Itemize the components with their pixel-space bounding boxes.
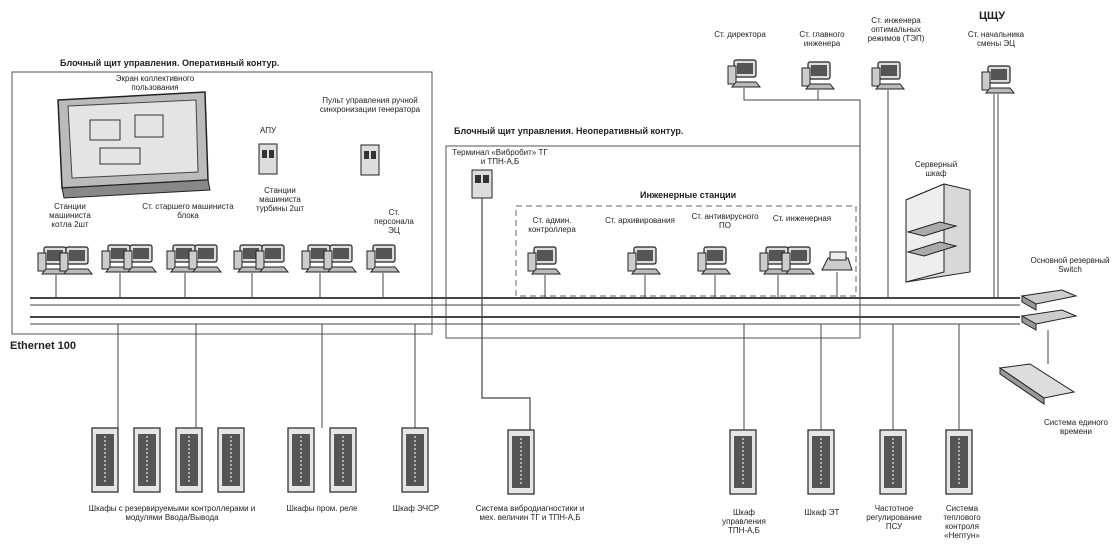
apu-label: АПУ — [259, 126, 277, 135]
cab-eshr-label: Шкаф ЭЧСР — [392, 504, 440, 513]
apu-panel — [258, 143, 278, 175]
cab-teplo-label: Система теплового контроля «Нептун» — [943, 504, 981, 540]
engineering-pcs — [527, 246, 853, 275]
time-system-label: Система единого времени — [1044, 418, 1108, 436]
cab-tpn-label: Шкаф управления ТПН-А,Б — [722, 508, 766, 535]
ethernet-label: Ethernet 100 — [10, 340, 77, 352]
terminal-device — [471, 169, 531, 430]
nonoperative-contour-box — [445, 145, 861, 339]
station-antivir-label: Ст. антивирусного ПО — [691, 212, 759, 230]
station-opt-label: Ст. инженера оптимальных режимов (ТЭП) — [867, 16, 925, 43]
engineering-stations-box — [515, 205, 857, 297]
station-kotla-label: Станции машиниста котла 2шт — [49, 202, 91, 229]
cab-reserv-label: Шкафы с резервируемыми контроллерами и м… — [88, 504, 256, 522]
server-label: Серверный шкаф — [914, 160, 958, 178]
station-nach-label: Ст. начальника смены ЭЦ — [967, 30, 1025, 48]
operative-pcs — [37, 244, 400, 275]
station-starsh-label: Ст. старшего машиниста блока — [142, 202, 234, 220]
engineering-stations-title: Инженерные станции — [640, 190, 737, 200]
server-cabinet — [905, 183, 971, 283]
station-glavn-label: Ст. главного инженера — [799, 30, 845, 48]
ethernet-bus — [30, 297, 1020, 325]
station-persoch-label: Ст. персонала ЭЦ — [374, 208, 414, 235]
nonoperative-contour-title: Блочный щит управления. Неоперативный ко… — [454, 126, 684, 136]
cshu-label: ЦЩУ — [978, 10, 1006, 22]
cab-vibro-label: Система вибродиагностики и мех. величин … — [475, 504, 585, 522]
cabinets — [91, 427, 973, 495]
switch-label: Основной резервный Switch — [1030, 256, 1110, 274]
cab-et-label: Шкаф ЭТ — [804, 508, 840, 517]
station-turbiny-label: Станции машиниста турбины 2шт — [255, 186, 305, 213]
time-system-device — [998, 330, 1076, 405]
operative-contour-box — [11, 71, 433, 335]
screen-label: Экран коллективного пользования — [115, 74, 195, 92]
management-pcs — [727, 59, 1015, 94]
sync-panel — [360, 144, 380, 176]
station-admin-label: Ст. админ. контроллера — [528, 216, 576, 234]
collective-screen — [57, 91, 211, 199]
station-arch-label: Ст. архивирования — [605, 216, 675, 225]
terminal-label: Терминал «Вибробит» ТГ и ТПН-А,Б — [452, 148, 548, 166]
pult-label: Пульт управления ручной синхронизации ге… — [319, 96, 421, 114]
station-dir-label: Ст. директора — [714, 30, 766, 39]
operative-contour-title: Блочный щит управления. Оперативный конт… — [60, 58, 280, 68]
cab-freq-label: Частотное регулирование ПСУ — [866, 504, 922, 531]
station-eng-label: Ст. инженерная — [772, 214, 832, 223]
cab-prom-label: Шкафы пром. реле — [286, 504, 358, 513]
switch — [1020, 289, 1078, 331]
